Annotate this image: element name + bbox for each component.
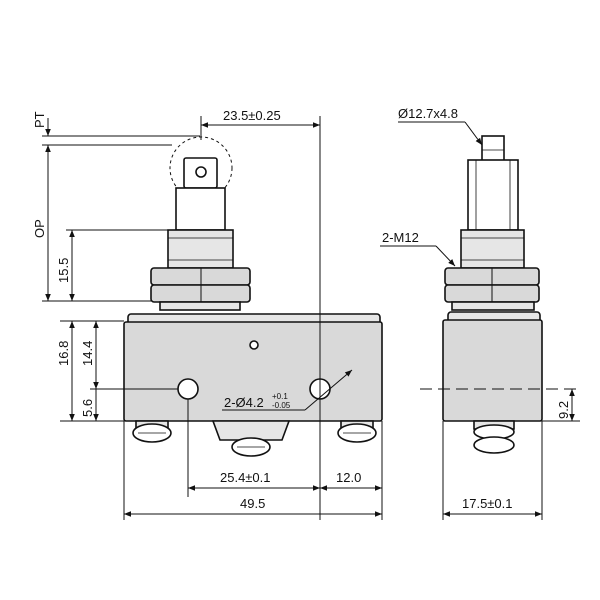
dim-hole-spacing: 25.4±0.1 [220,470,271,485]
hole-callout-main: 2-Ø4.2 [224,395,264,410]
terminal-screw-side-lower [473,436,515,454]
side-view: Ø12.7x4.8 2-M12 9.2 17.5±0.1 [380,106,580,520]
washer-side [451,301,535,311]
roller-callout: Ø12.7x4.8 [398,106,458,121]
threaded-bushing [167,229,234,269]
front-view: 23.5±0.25 PT OP 15.5 16.8 14.4 5.6 2-Ø4.… [32,108,383,520]
side-dim-hole-height: 9.2 [556,401,571,419]
vent-hole [249,340,259,350]
side-dim-body-width: 17.5±0.1 [462,496,513,511]
dim-body-height: 16.8 [56,341,71,366]
washer [159,301,241,311]
thread-callout: 2-M12 [382,230,419,245]
dim-hole-height: 14.4 [80,341,95,366]
terminal-left [132,420,172,443]
hole-callout-tol-lower: -0.05 [272,401,291,410]
switch-housing-side [442,319,543,422]
dim-hole-to-edge: 12.0 [336,470,361,485]
hole-callout-tol-upper: +0.1 [272,392,288,401]
dim-roller-offset: 23.5±0.25 [223,108,281,123]
terminal-center [211,420,291,457]
threaded-bushing-side [460,229,525,269]
plunger-stem-side [467,159,519,231]
dim-body-width: 49.5 [240,496,265,511]
mounting-hole-left [177,378,199,400]
dim-hole-from-bottom: 5.6 [80,399,95,417]
pt-label: PT [32,111,47,128]
roller-pin [195,166,207,178]
dim-bushing-height: 15.5 [56,258,71,283]
terminal-right [337,420,377,443]
op-label: OP [32,219,47,238]
plunger-stem [175,187,226,231]
